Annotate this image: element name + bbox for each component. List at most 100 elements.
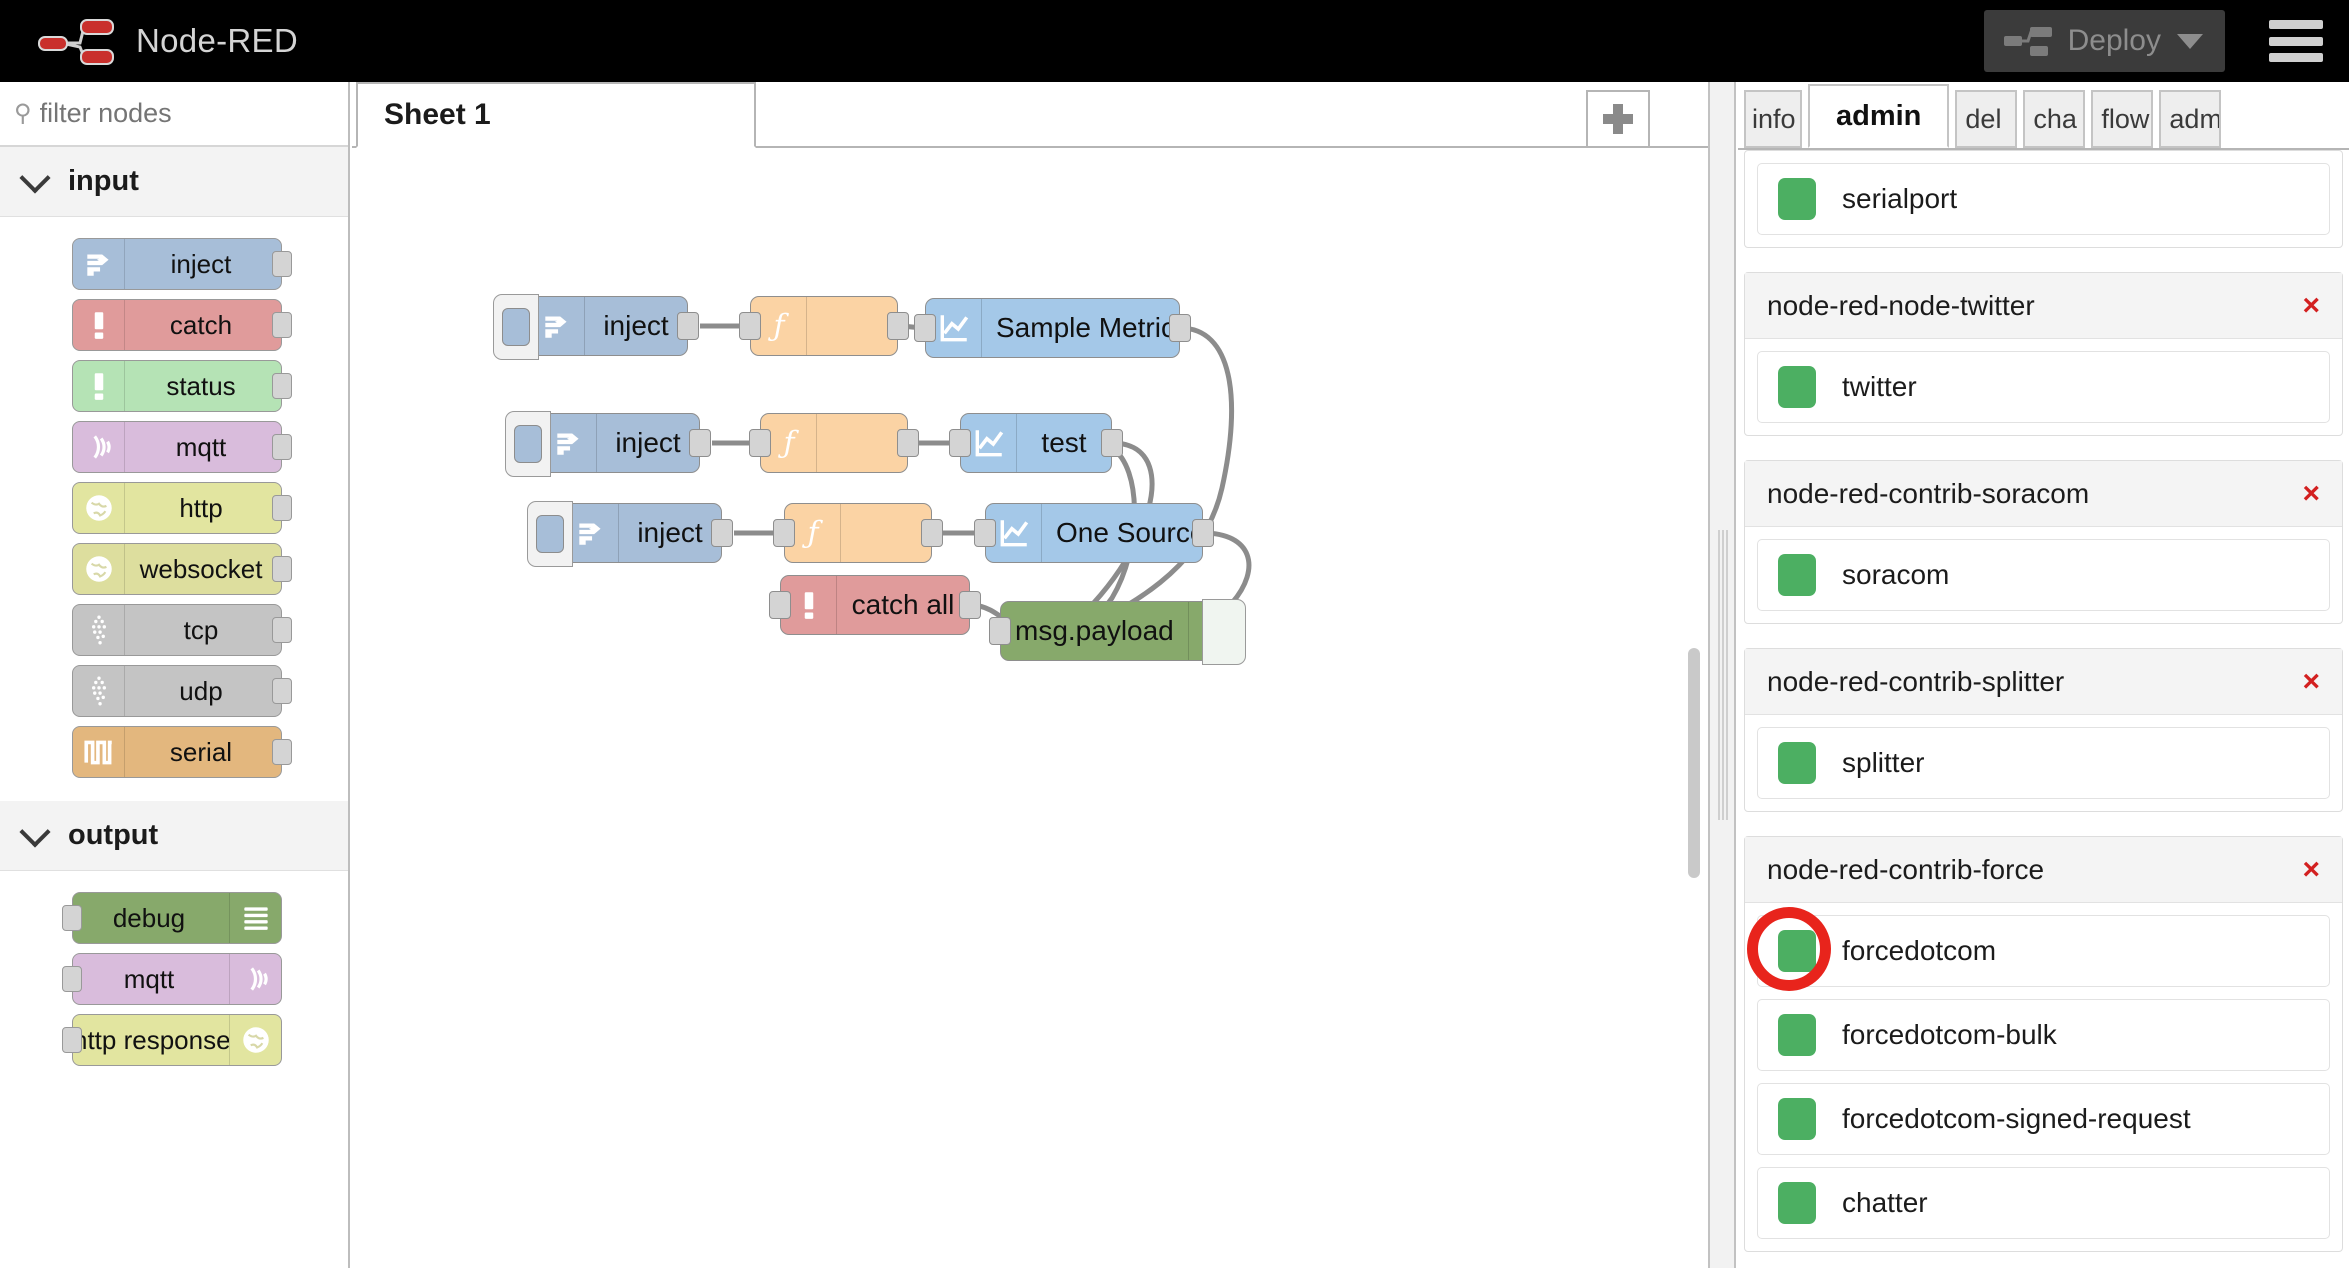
panel-resize-handle[interactable] [1708, 82, 1736, 1268]
palette-node-tcp[interactable]: tcp [72, 604, 292, 656]
flow-node-chart2[interactable]: test [949, 413, 1123, 473]
node-output-port[interactable] [272, 434, 292, 460]
node-input-port[interactable] [739, 312, 761, 340]
inject-trigger-button[interactable] [527, 501, 573, 567]
module-node-item[interactable]: forcedotcom-bulk [1757, 999, 2330, 1071]
palette-node-serial[interactable]: serial [72, 726, 292, 778]
broadcast-icon [229, 954, 281, 1004]
sidebar-tab-adm[interactable]: adm [2159, 90, 2222, 148]
node-enabled-toggle[interactable] [1778, 178, 1816, 220]
sidebar-tab-del[interactable]: del [1955, 90, 2018, 148]
node-enabled-toggle[interactable] [1778, 1014, 1816, 1056]
close-icon[interactable]: × [2302, 288, 2320, 322]
palette-search[interactable]: ⚲ [0, 82, 348, 147]
close-icon[interactable]: × [2302, 852, 2320, 886]
palette-category-output[interactable]: output [0, 801, 348, 871]
node-output-port[interactable] [887, 312, 909, 340]
node-input-port[interactable] [949, 429, 971, 457]
flow-node-inject2[interactable]: inject [505, 411, 711, 477]
node-enabled-toggle[interactable] [1778, 742, 1816, 784]
node-enabled-toggle[interactable] [1778, 930, 1816, 972]
palette-node-udp[interactable]: udp [72, 665, 292, 717]
flow-node-func3[interactable]: ƒ [773, 503, 943, 563]
palette-node-http[interactable]: http [72, 482, 292, 534]
flow-node-func2[interactable]: ƒ [749, 413, 919, 473]
flow-node-func1[interactable]: ƒ [739, 296, 909, 356]
search-input[interactable] [39, 98, 320, 129]
palette-node-http-response[interactable]: http response [62, 1014, 282, 1066]
flow-node-inject1[interactable]: inject [493, 294, 699, 360]
module-node-item[interactable]: forcedotcom [1747, 907, 2330, 991]
node-output-port[interactable] [272, 678, 292, 704]
add-flow-tab-button[interactable] [1586, 90, 1650, 146]
palette-node-mqtt[interactable]: mqtt [72, 421, 292, 473]
palette-node-debug[interactable]: debug [62, 892, 282, 944]
palette-node-inject[interactable]: inject [72, 238, 292, 290]
node-input-port[interactable] [62, 1027, 82, 1053]
node-enabled-toggle[interactable] [1778, 1182, 1816, 1224]
module-node-item[interactable]: splitter [1757, 727, 2330, 799]
flow-tab-sheet-1[interactable]: Sheet 1 [356, 82, 756, 148]
node-input-port[interactable] [62, 905, 82, 931]
svg-text:ƒ: ƒ [801, 516, 823, 550]
node-output-port[interactable] [272, 251, 292, 277]
palette-node-mqtt[interactable]: mqtt [62, 953, 282, 1005]
node-output-port[interactable] [1169, 314, 1191, 342]
flow-node-chart1[interactable]: Sample Metrics [914, 298, 1191, 358]
node-output-port[interactable] [272, 495, 292, 521]
node-input-port[interactable] [989, 617, 1011, 645]
module-node-item[interactable]: serialport [1757, 163, 2330, 235]
palette-node-status[interactable]: status [72, 360, 292, 412]
node-output-port[interactable] [272, 556, 292, 582]
module-node-item[interactable]: chatter [1757, 1167, 2330, 1239]
node-input-port[interactable] [749, 429, 771, 457]
node-output-port[interactable] [921, 519, 943, 547]
debug-toggle-button[interactable] [1202, 599, 1246, 665]
chevron-down-icon[interactable] [2177, 33, 2203, 49]
palette-node-catch[interactable]: catch [72, 299, 292, 351]
node-input-port[interactable] [914, 314, 936, 342]
module-node-item[interactable]: twitter [1757, 351, 2330, 423]
inject-trigger-button[interactable] [505, 411, 551, 477]
node-output-port[interactable] [1101, 429, 1123, 457]
node-output-port[interactable] [711, 519, 733, 547]
flow-node-inject3[interactable]: inject [527, 501, 733, 567]
sidebar-tab-admin[interactable]: admin [1808, 84, 1950, 148]
node-enabled-toggle[interactable] [1778, 554, 1816, 596]
canvas-scrollbar[interactable] [1688, 648, 1700, 878]
sidebar-tab-cha[interactable]: cha [2023, 90, 2086, 148]
node-output-port[interactable] [897, 429, 919, 457]
node-output-port[interactable] [272, 373, 292, 399]
node-input-port[interactable] [974, 519, 996, 547]
node-enabled-toggle[interactable] [1778, 366, 1816, 408]
node-input-port[interactable] [62, 966, 82, 992]
node-output-port[interactable] [272, 312, 292, 338]
node-output-port[interactable] [689, 429, 711, 457]
deploy-button[interactable]: Deploy [1983, 10, 2225, 72]
module-group-partial: serialport [1744, 150, 2343, 248]
palette-category-input[interactable]: input [0, 147, 348, 217]
module-items: splitter [1745, 715, 2342, 811]
sidebar-tab-flow[interactable]: flow [2091, 90, 2154, 148]
close-icon[interactable]: × [2302, 476, 2320, 510]
node-enabled-toggle[interactable] [1778, 1098, 1816, 1140]
node-output-port[interactable] [677, 312, 699, 340]
node-output-port[interactable] [272, 617, 292, 643]
node-input-port[interactable] [769, 591, 791, 619]
deploy-nodes-icon [2003, 25, 2052, 57]
node-input-port[interactable] [773, 519, 795, 547]
module-node-item[interactable]: forcedotcom-signed-request [1757, 1083, 2330, 1155]
node-output-port[interactable] [959, 591, 981, 619]
palette-node-websocket[interactable]: websocket [72, 543, 292, 595]
inject-trigger-button[interactable] [493, 294, 539, 360]
module-node-item[interactable]: soracom [1757, 539, 2330, 611]
flow-node-chart3[interactable]: One Source [974, 503, 1214, 563]
node-output-port[interactable] [1192, 519, 1214, 547]
node-output-port[interactable] [272, 739, 292, 765]
flow-node-debug1[interactable]: msg.payload [989, 599, 1246, 665]
sidebar-tab-info[interactable]: info [1744, 90, 1802, 148]
hamburger-menu-icon[interactable] [2269, 20, 2323, 62]
flow-node-catchall[interactable]: catch all [769, 575, 981, 635]
close-icon[interactable]: × [2302, 664, 2320, 698]
